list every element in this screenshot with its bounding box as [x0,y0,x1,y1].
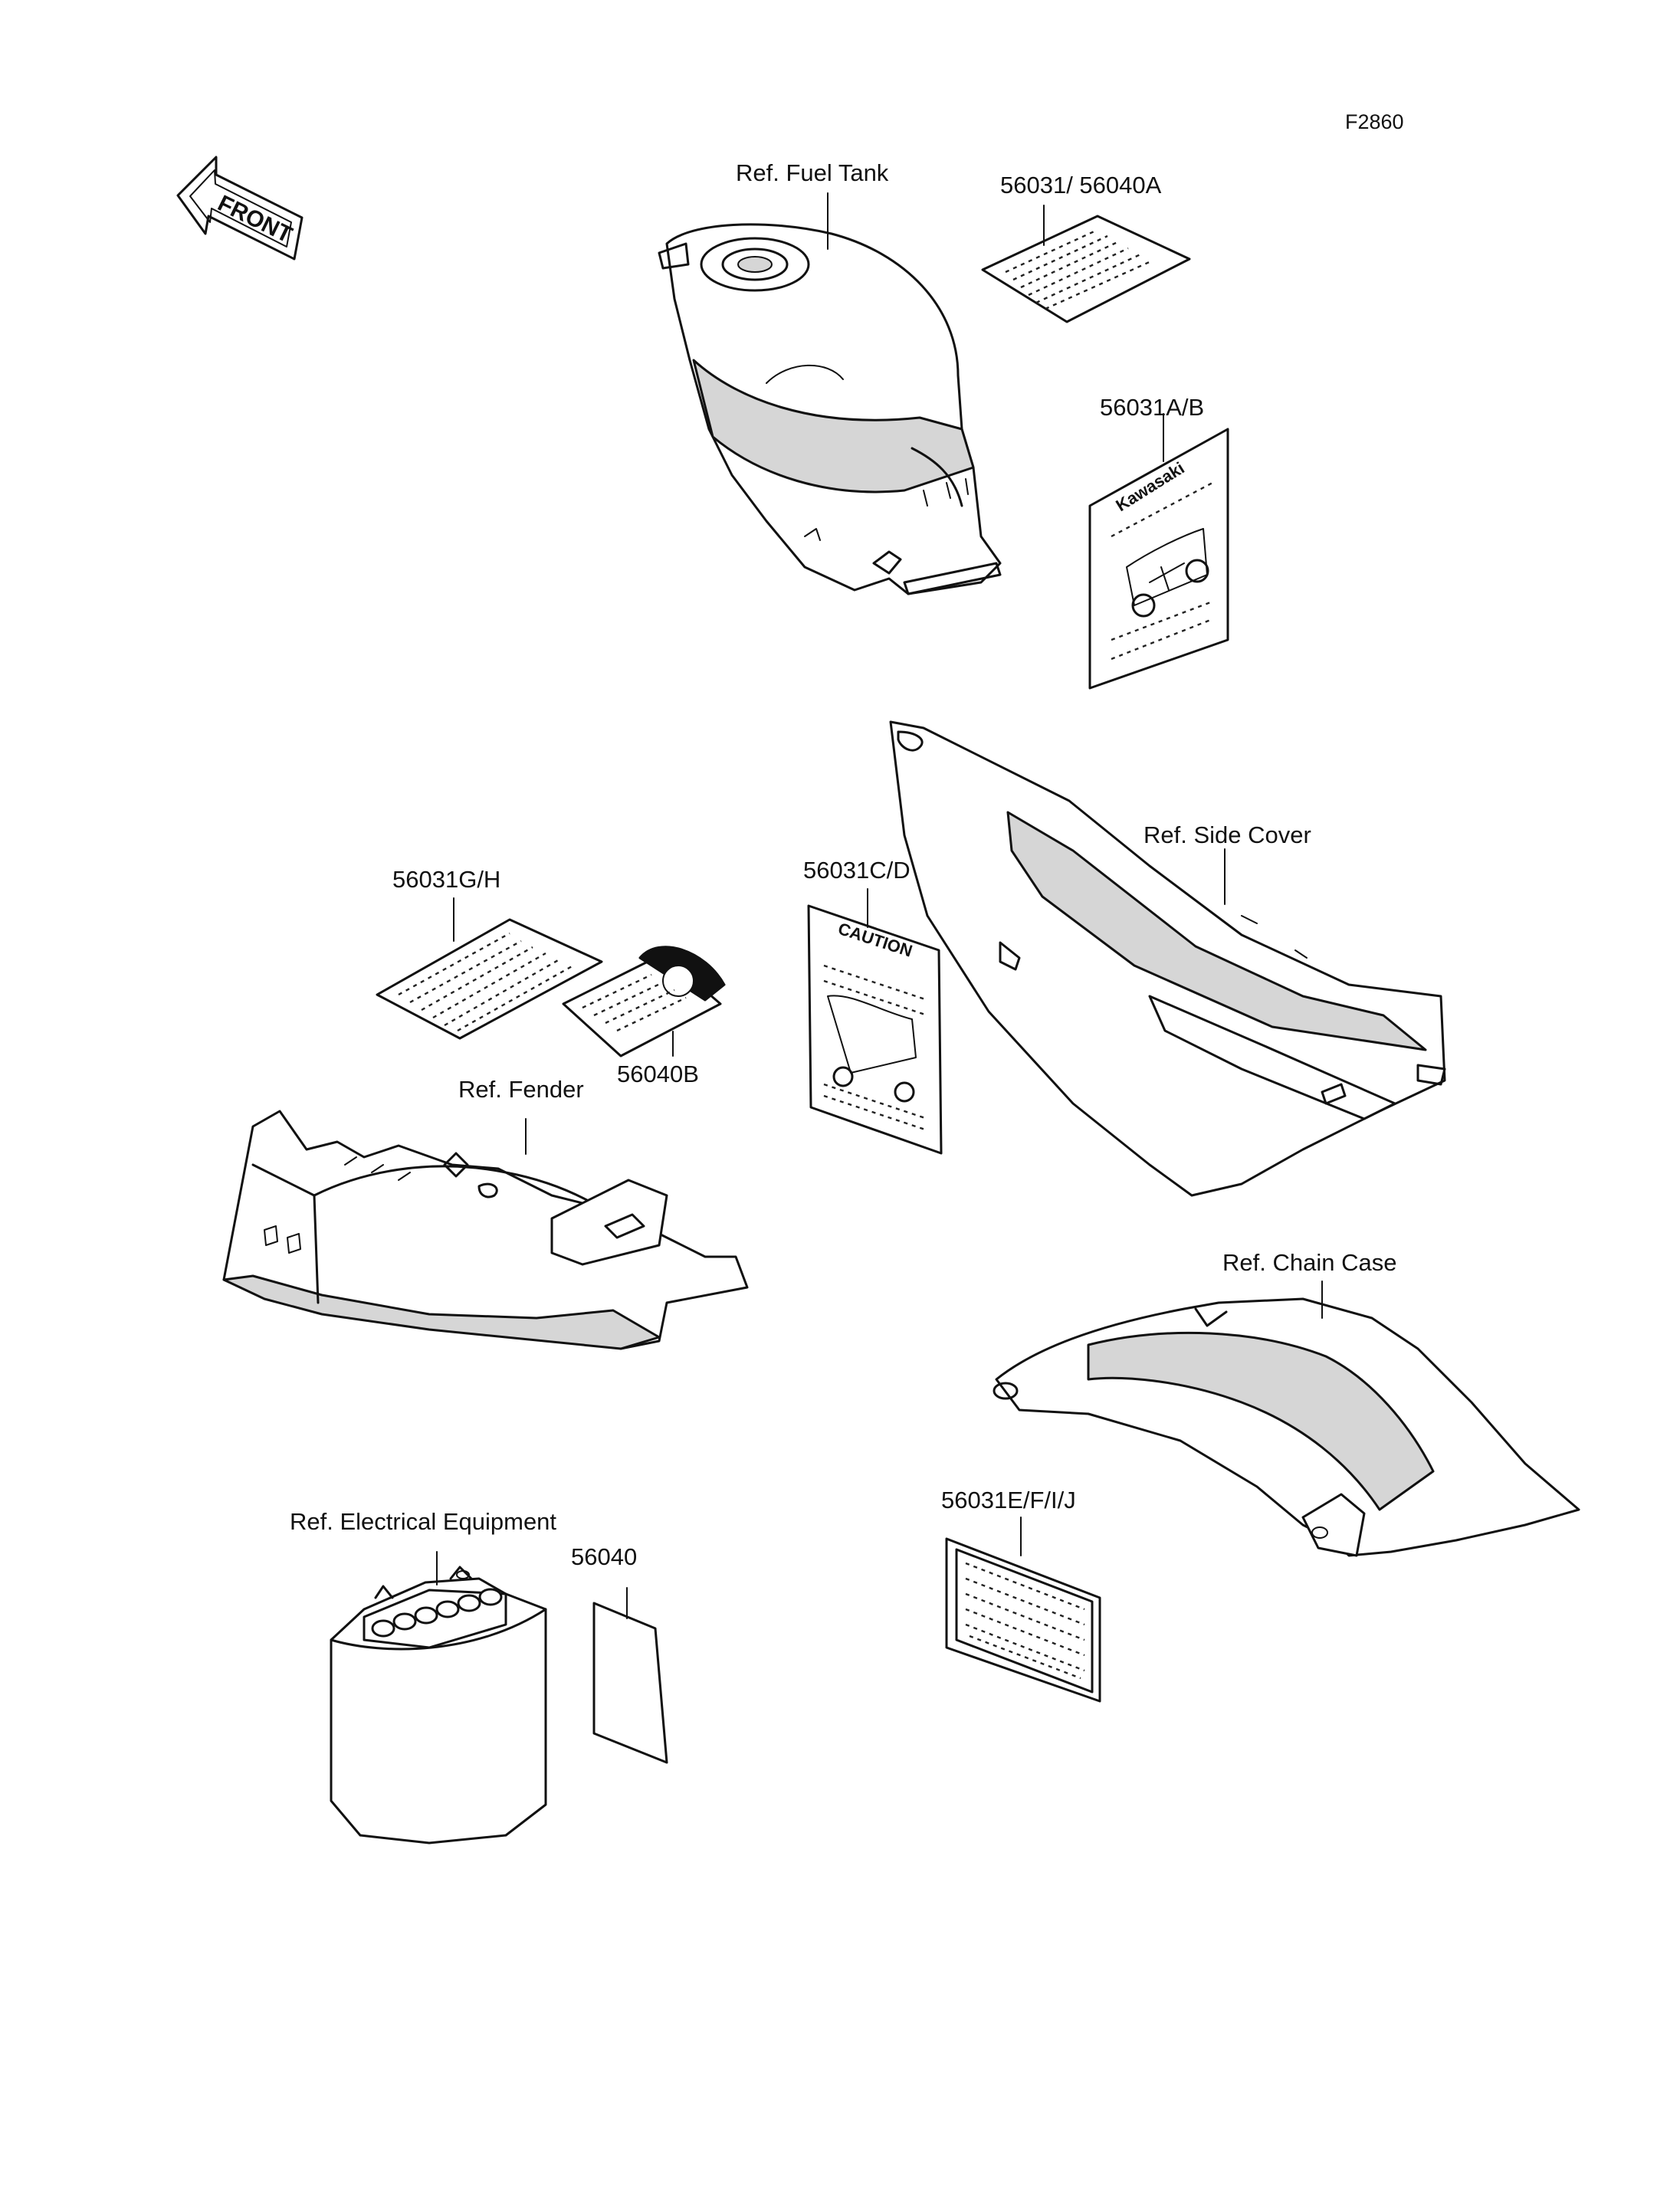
battery [330,1566,547,1844]
decal-56031-56040a [981,215,1191,323]
decal-56031efij [945,1537,1101,1703]
decal-56031gh [376,918,603,1040]
part-56031efij-label: 56031E/F/I/J [941,1487,1076,1513]
chain-case [993,1297,1580,1557]
decal-56040b [562,946,726,1058]
figure-code: F2860 [1345,110,1404,133]
fuel-tank-ref-label: Ref. Fuel Tank [736,159,889,186]
part-56031ab-label: 56031A/B [1100,394,1204,421]
fuel-tank [658,223,1002,595]
front-direction-arrow-icon: FRONT [176,156,304,261]
decal-56031ab: Kawasaki [1088,428,1229,690]
part-56031-56040a-label: 56031/ 56040A [1000,172,1162,198]
side-cover-ref-label: Ref. Side Cover [1144,821,1311,848]
decal-56040 [592,1602,668,1764]
fender [222,1110,749,1350]
part-56031cd-label: 56031C/D [803,857,911,884]
side-cover [889,720,1446,1197]
part-56040b-label: 56040B [617,1061,699,1087]
chain-case-ref-label: Ref. Chain Case [1222,1249,1396,1276]
fender-ref-label: Ref. Fender [458,1076,584,1103]
part-56040-label: 56040 [571,1543,637,1570]
part-56031gh-label: 56031G/H [392,866,500,893]
decal-56031cd: CAUTION [807,904,943,1155]
electrical-equipment-ref-label: Ref. Electrical Equipment [290,1508,556,1535]
